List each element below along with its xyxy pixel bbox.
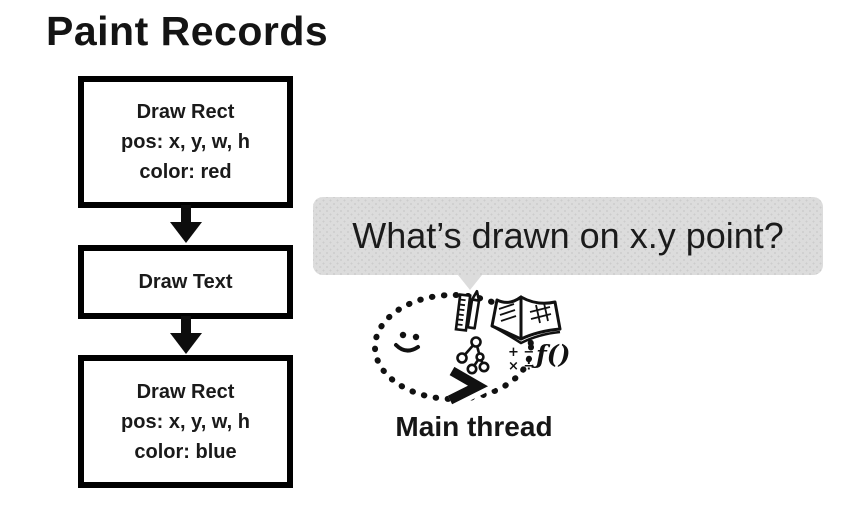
box-line: Draw Rect [136, 380, 235, 403]
main-thread-label: Main thread [395, 411, 553, 442]
flow-arrow-down-icon [170, 316, 202, 354]
smiley-face-icon [394, 331, 420, 353]
book-icon [490, 295, 562, 345]
box-line: color: red [139, 161, 232, 183]
question-bubble-tail [458, 275, 482, 290]
ruler-icon [454, 293, 472, 332]
function-symbol: ƒ() [531, 340, 570, 369]
dotted-loop-icon [372, 292, 534, 402]
question-bubble-text: What’s drawn on x.y point? [352, 215, 784, 256]
math-symbols: + − × ÷ [508, 345, 534, 374]
svg-text:+ −: + − [508, 345, 534, 360]
question-bubble: What’s drawn on x.y point? [313, 197, 823, 275]
box-line: pos: x, y, w, h [121, 410, 250, 433]
box-line: Draw Text [138, 271, 233, 293]
paint-record-box-draw-rect-red: Draw Rect pos: x, y, w, h color: red [78, 76, 293, 208]
pencil-icon [466, 289, 481, 330]
direction-arrow-icon [445, 362, 499, 409]
paint-record-box-draw-rect-blue: Draw Rect pos: x, y, w, h color: blue [78, 355, 293, 488]
box-line: Draw Rect [136, 101, 235, 123]
flow-arrow-down-icon [170, 205, 202, 243]
paint-record-box-draw-text: Draw Text [78, 245, 293, 319]
box-line: pos: x, y, w, h [121, 131, 250, 153]
tree-diagram-icon [456, 336, 490, 375]
main-thread-doodle: + − × ÷ ƒ() [372, 289, 570, 409]
page-title: Paint Records [46, 8, 329, 54]
svg-text:× ÷: × ÷ [508, 359, 534, 374]
box-line: color: blue [134, 440, 237, 463]
